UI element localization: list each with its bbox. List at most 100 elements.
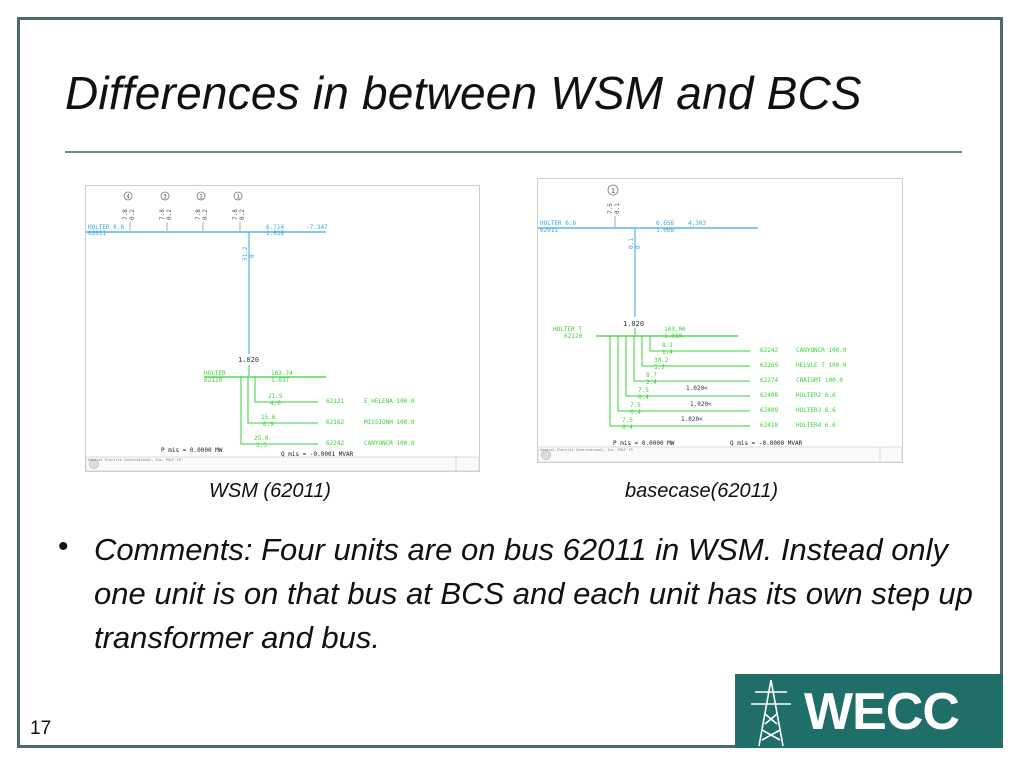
wecc-logo: WECC — [735, 674, 1003, 748]
bcs-branch-num: 62410 — [760, 422, 778, 429]
bcs-branch-ratio: 1.020< — [686, 385, 708, 392]
bcs-bottom-v2: 1.030 — [664, 333, 682, 340]
bcs-q-mis: Q mis = -0.0000 MVAR — [730, 440, 803, 447]
bcs-top-q: 4.303 — [688, 220, 706, 227]
bcs-branch-flow: 8.7 — [646, 372, 657, 379]
wsm-branch-lines — [240, 377, 318, 445]
wsm-branch-flow: 25.0 — [254, 435, 269, 442]
wsm-branch-num: 62162 — [326, 419, 344, 426]
wsm-unit-p: 7.8 — [159, 209, 166, 220]
bcs-branch-flow: 7.5 — [638, 387, 649, 394]
bcs-branch-q: 1.4 — [662, 349, 673, 356]
wsm-top-bus-name: HOLTER 6.6 — [88, 224, 125, 231]
wsm-unit-p: 7.8 — [122, 209, 129, 220]
wsm-bottom-bus-num: 62120 — [204, 377, 222, 384]
page-number: 17 — [30, 718, 52, 739]
wsm-branch-labels: 21.5 4.0 62121 E_HELENA 100.0 15.6 6.9 6… — [254, 393, 415, 449]
bcs-branch-q: 2.4 — [646, 379, 657, 386]
wsm-top-flow: 6.714 — [266, 224, 284, 231]
ge-logo-icon — [541, 450, 551, 460]
bcs-p-mis: P mis = 0.0000 MW — [613, 440, 675, 447]
bcs-unit-p: 7.5 — [607, 203, 614, 214]
bcs-branch-num: 62274 — [760, 377, 778, 384]
bcs-branch-num: 62409 — [760, 407, 778, 414]
bcs-branch-ratio: 1.020< — [690, 401, 712, 408]
bcs-branch-name: CANYONCR 100.0 — [796, 347, 847, 354]
wsm-unit-drops — [129, 222, 241, 231]
bcs-caption: basecase(62011) — [625, 480, 779, 502]
comments-text: Comments: Four units are on bus 62011 in… — [94, 532, 973, 655]
wsm-bottom-v1: 103.74 — [271, 370, 293, 377]
wsm-unit-circles: 4 3 2 1 — [123, 191, 243, 201]
bcs-branch-name: HOLTER2 6.6 — [796, 392, 836, 399]
wsm-unit-p: 7.8 — [195, 209, 202, 220]
bcs-diagram: 1 7.5 0.1 HOLTER 6.6 62011 6.656 1.008 4… — [537, 178, 903, 463]
wsm-bottom-v2: 1.037 — [271, 377, 289, 384]
bcs-top-flow2: 1.008 — [656, 227, 674, 234]
bcs-bottom-bus-name: HOLTER T — [553, 326, 582, 333]
bcs-branch-ratio: 1.020< — [681, 416, 703, 423]
wsm-unit-q: 0.2 — [239, 209, 246, 220]
wsm-footer-text: General Electric International, Inc. PSL… — [88, 458, 181, 462]
wsm-caption: WSM (62011) — [209, 480, 331, 502]
wsm-branch-flow: 21.5 — [268, 393, 283, 400]
bcs-bottom-v1: 103.00 — [664, 326, 686, 333]
bcs-branch-q: 0.4 — [630, 409, 641, 416]
bcs-bottom-bus-num: 62120 — [564, 333, 582, 340]
wsm-bottom-bus-name: HOLTER — [204, 370, 226, 377]
wsm-vert-flow2: 0 — [249, 254, 256, 258]
bcs-branch-name: HELVLE T 100.0 — [796, 362, 847, 369]
wsm-branch-flow: 15.6 — [261, 414, 276, 421]
bcs-top-flow: 6.656 — [656, 220, 674, 227]
bcs-branch-labels: 8.1 1.4 62242 CANYONCR 100.0 30.2 3.2 62… — [622, 342, 847, 431]
wsm-unit-label: 1 — [236, 194, 240, 201]
bcs-top-bus-num: 62011 — [540, 227, 558, 234]
wsm-top-q: -7.347 — [306, 224, 328, 231]
bcs-unit-circle — [607, 184, 619, 196]
bcs-branch-name: HOLTER4 6.6 — [796, 422, 836, 429]
wsm-branch-q: 4.0 — [270, 400, 281, 407]
bcs-branch-num: 62269 — [760, 362, 778, 369]
wsm-unit-label: 2 — [199, 194, 203, 201]
bcs-vert-flow: 0.1 — [628, 238, 635, 249]
transmission-tower-icon — [751, 679, 791, 747]
wsm-q-mis: Q mis = -0.0001 MVAR — [281, 451, 354, 458]
bcs-branch-num: 62408 — [760, 392, 778, 399]
bcs-branch-flow: 7.5 — [622, 417, 633, 424]
bcs-branch-flow: 7.5 — [630, 402, 641, 409]
bcs-branch-lines — [609, 336, 750, 427]
wsm-branch-name: E_HELENA 100.0 — [364, 398, 415, 405]
wsm-p-mis: P mis = 0.0000 MW — [161, 447, 223, 454]
bcs-ratio: 1.020 — [623, 320, 644, 328]
wsm-top-bus-num: 62011 — [88, 230, 106, 237]
wsm-unit-q: 0.2 — [129, 209, 136, 220]
wsm-branch-name: MISSIONH 100.0 — [364, 419, 415, 426]
bcs-branch-q: 3.2 — [654, 364, 665, 371]
wsm-branch-q: 6.9 — [263, 421, 274, 428]
wsm-ratio: 1.020 — [238, 356, 259, 364]
wsm-branch-num: 62121 — [326, 398, 344, 405]
bcs-branch-num: 62242 — [760, 347, 778, 354]
wsm-diagram-svg: 4 3 2 1 7.8 0.2 7.8 0.2 7.8 0.2 7.8 0.2 … — [85, 191, 480, 472]
wsm-unit-q: 0.2 — [202, 209, 209, 220]
bcs-vert-flow2: 0 — [635, 245, 642, 249]
bcs-branch-q: 0.4 — [622, 424, 633, 431]
wsm-unit-values: 7.8 0.2 7.8 0.2 7.8 0.2 7.8 0.2 — [122, 209, 246, 220]
bcs-branch-flow: 8.1 — [662, 342, 673, 349]
wsm-diagram: 4 3 2 1 7.8 0.2 7.8 0.2 7.8 0.2 7.8 0.2 … — [85, 185, 480, 472]
bcs-top-bus-name: HOLTER 6.6 — [540, 220, 577, 227]
ge-logo-icon — [89, 459, 99, 469]
bcs-branch-ratios: 1.020< 1.020< 1.020< — [681, 385, 712, 423]
wsm-unit-p: 7.8 — [232, 209, 239, 220]
wsm-unit-circle — [196, 191, 206, 201]
bcs-unit-q: 0.1 — [614, 203, 621, 214]
wsm-vert-flow: 31.2 — [242, 246, 249, 261]
bcs-diagram-svg: 1 7.5 0.1 HOLTER 6.6 62011 6.656 1.008 4… — [537, 184, 903, 463]
title-divider — [65, 151, 962, 153]
wsm-branch-num: 62242 — [326, 440, 344, 447]
bcs-branch-flow: 30.2 — [654, 357, 669, 364]
wsm-unit-label: 4 — [126, 194, 130, 201]
bcs-branch-q: 0.4 — [638, 394, 649, 401]
wsm-unit-circle — [233, 191, 243, 201]
wsm-branch-name: CANYONCR 100.0 — [364, 440, 415, 447]
